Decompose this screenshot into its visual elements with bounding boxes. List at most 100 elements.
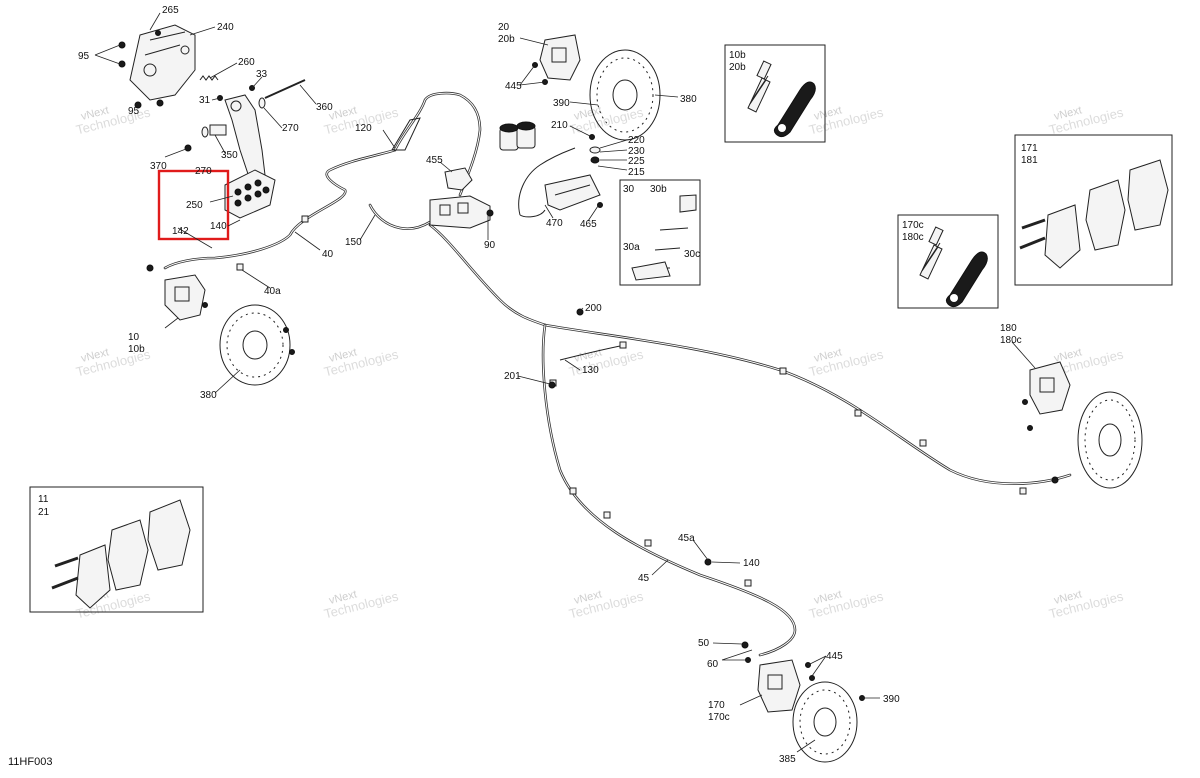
master-cylinder-455[interactable] (444, 167, 473, 191)
bleeder-screw-icon (747, 60, 772, 113)
callout-380: 380 (680, 94, 697, 105)
watermark: vNext Technologies (1047, 588, 1125, 621)
brake-line-120-inner (394, 92, 481, 196)
callout-30a: 30a (623, 242, 640, 253)
watermark: vNext Technologies (567, 346, 645, 379)
clamp (779, 367, 787, 375)
brake-line-130[interactable] (559, 344, 626, 361)
pivot-bolt-360[interactable] (264, 79, 306, 99)
bolt-265[interactable] (155, 30, 161, 36)
callout-380b: 380 (200, 390, 217, 401)
master-cylinder-area (391, 117, 603, 229)
callout-10b-box: 10b (729, 50, 746, 61)
brake-disc-385[interactable] (792, 681, 858, 763)
watermark-layer: vNext Technologies vNext Technologies vN… (74, 104, 1125, 621)
bolt-50[interactable] (741, 641, 749, 649)
brake-disc-380-right[interactable] (589, 49, 661, 141)
callout-230: 230 (628, 146, 645, 157)
hose-470[interactable] (518, 147, 576, 218)
callout-470: 470 (546, 218, 563, 229)
callout-10b: 10b (128, 344, 145, 355)
caliper-20[interactable] (539, 34, 581, 81)
clamp (854, 409, 862, 417)
fitting (146, 264, 154, 272)
bolt-201[interactable] (548, 381, 556, 389)
callout-445: 445 (505, 81, 522, 92)
brake-pad (107, 519, 149, 591)
bolt-210[interactable] (589, 134, 595, 140)
bushing-270[interactable] (258, 97, 266, 109)
callout-60: 60 (707, 659, 719, 670)
callout-40a: 40a (264, 286, 281, 297)
callout-130: 130 (582, 365, 599, 376)
clamp (744, 579, 752, 587)
washer-60[interactable] (745, 657, 751, 663)
brake-disc-rear-right[interactable] (1077, 391, 1143, 489)
bolt-445[interactable] (809, 675, 815, 681)
rear-left-brake (548, 308, 865, 763)
shield-465[interactable] (544, 174, 601, 211)
fitting-30b (679, 194, 697, 213)
clamp (619, 341, 627, 349)
bolt (202, 302, 208, 308)
nut-225[interactable] (590, 156, 600, 164)
pad-bracket (1044, 204, 1081, 269)
valve-block[interactable] (429, 195, 491, 229)
inset-box-30 (619, 179, 701, 286)
front-left-brake (146, 264, 295, 386)
bolt-465[interactable] (597, 202, 603, 208)
callout-171: 171 (1021, 143, 1038, 154)
nut-370[interactable] (184, 144, 192, 152)
washer-230[interactable] (589, 146, 601, 154)
callout-265: 265 (162, 5, 179, 16)
fitting-90[interactable] (486, 209, 494, 217)
callout-445b: 445 (826, 651, 843, 662)
callout-180c: 180c (1000, 335, 1022, 346)
watermark: vNext Technologies (807, 104, 885, 137)
callout-370: 370 (150, 161, 167, 172)
brake-pad (1085, 179, 1126, 251)
sleeve-350[interactable] (209, 124, 227, 136)
fitting (1051, 476, 1059, 484)
bracket-120[interactable] (391, 117, 421, 151)
callout-240: 240 (217, 22, 234, 33)
bushing-270[interactable] (201, 126, 209, 138)
brake-line-45-inner (542, 324, 796, 656)
reservoir-assembly[interactable] (499, 121, 536, 151)
leader-lines (94, 12, 1036, 753)
callout-170c: 170c (708, 712, 730, 723)
callout-50: 50 (698, 638, 710, 649)
callout-465: 465 (580, 219, 597, 230)
callout-225: 225 (628, 156, 645, 167)
pedal-pad-250[interactable] (224, 169, 276, 219)
watermark: vNext Technologies (567, 588, 645, 621)
callout-95: 95 (128, 106, 140, 117)
callout-360: 360 (316, 102, 333, 113)
callout-45: 45 (638, 573, 650, 584)
pedal-pad-holes (234, 179, 270, 207)
bolt-95[interactable] (134, 101, 142, 109)
rear-right-brake (1022, 361, 1143, 489)
watermark: vNext Technologies (567, 104, 645, 137)
spring-260[interactable] (199, 75, 219, 81)
caliper-170[interactable] (757, 659, 801, 713)
bleeder-cap-icon (945, 251, 988, 308)
watermark: vNext Technologies (322, 588, 400, 621)
bracket-240[interactable] (129, 24, 196, 101)
bolt (283, 327, 289, 333)
fitting-45a[interactable] (704, 558, 712, 566)
bolt-95[interactable] (156, 99, 164, 107)
callout-140: 140 (210, 221, 227, 232)
caliper-180[interactable] (1029, 361, 1071, 415)
bolt-200[interactable] (576, 308, 584, 316)
brake-line-main-inner (429, 224, 546, 326)
caliper-10[interactable] (164, 274, 206, 321)
brake-line-right[interactable] (543, 323, 1072, 486)
callout-170c-box: 170c (902, 220, 924, 231)
brake-pad (147, 499, 191, 571)
brake-disc-380[interactable] (219, 304, 291, 386)
callout-270: 270 (282, 123, 299, 134)
callout-180: 180 (1000, 323, 1017, 334)
